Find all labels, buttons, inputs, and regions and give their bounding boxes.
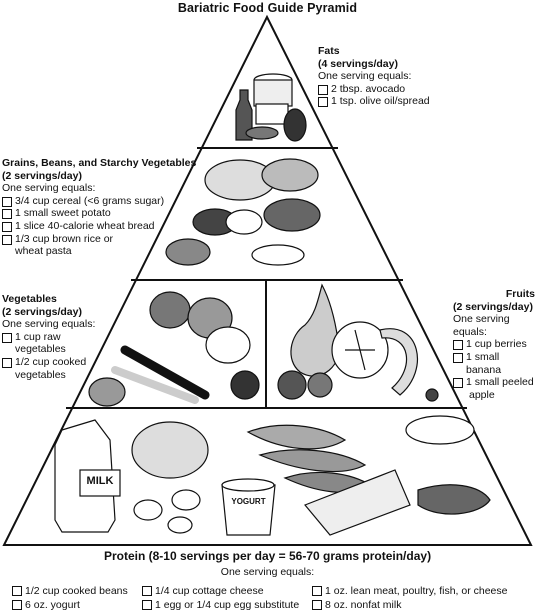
vegetables-illustration bbox=[88, 291, 260, 407]
checkbox[interactable] bbox=[2, 221, 12, 232]
vegetables-equals: One serving equals: bbox=[2, 318, 96, 331]
protein-equals: One serving equals: bbox=[220, 566, 315, 578]
checkbox[interactable] bbox=[2, 209, 12, 220]
vegetables-header: Vegetables bbox=[2, 293, 57, 305]
protein-item[interactable]: 1/2 cup cooked beans bbox=[12, 584, 128, 598]
grains-item[interactable]: 1 small sweet potato bbox=[2, 207, 212, 220]
grains-header: Grains, Beans, and Starchy Vegetables bbox=[2, 157, 197, 169]
checkbox[interactable] bbox=[2, 196, 12, 207]
vegetables-servings: (2 servings/day) bbox=[2, 305, 82, 318]
grains-item-continued: wheat pasta bbox=[15, 245, 72, 258]
grains-item[interactable]: 1 slice 40-calorie wheat bread bbox=[2, 220, 212, 233]
milk-label: MILK bbox=[86, 475, 114, 487]
fruits-item[interactable]: 1 small banana bbox=[453, 351, 535, 376]
checkbox[interactable] bbox=[453, 352, 463, 363]
grains-item[interactable]: 3/4 cup cereal (<6 grams sugar) bbox=[2, 195, 212, 208]
protein-item[interactable]: 6 oz. yogurt bbox=[12, 598, 128, 612]
fruits-item-continued: apple bbox=[469, 388, 495, 401]
fruits-item[interactable]: 1 small peeled bbox=[453, 376, 535, 389]
protein-item[interactable]: 1/4 cup cottage cheese bbox=[142, 584, 299, 598]
vegetables-item-continued: vegetables bbox=[15, 368, 66, 381]
vegetables-item[interactable]: 1 cup raw bbox=[2, 331, 112, 344]
checkbox[interactable] bbox=[453, 378, 463, 389]
fats-item[interactable]: 2 tbsp. avocado bbox=[318, 83, 518, 96]
fruits-servings: (2 servings/day) bbox=[453, 300, 533, 313]
checkbox[interactable] bbox=[453, 340, 463, 351]
yogurt-label: YOGURT bbox=[231, 497, 266, 506]
protein-item[interactable]: 1 egg or 1/4 cup egg substitute bbox=[142, 598, 299, 612]
fats-equals: One serving equals: bbox=[318, 70, 412, 83]
fats-label: Fats (4 servings/day) One serving equals… bbox=[318, 45, 518, 108]
grains-equals: One serving equals: bbox=[2, 182, 96, 195]
fats-item[interactable]: 1 tsp. olive oil/spread bbox=[318, 95, 518, 108]
protein-item[interactable]: 8 oz. nonfat milk bbox=[312, 598, 507, 612]
protein-illustration bbox=[54, 415, 491, 536]
checkbox[interactable] bbox=[142, 586, 152, 596]
vegetables-item[interactable]: 1/2 cup cooked bbox=[2, 356, 112, 369]
checkbox[interactable] bbox=[12, 586, 22, 596]
checkbox[interactable] bbox=[318, 97, 328, 108]
fruits-header: Fruits bbox=[505, 288, 535, 300]
checkbox[interactable] bbox=[318, 84, 328, 95]
grains-item[interactable]: 1/3 cup brown rice or bbox=[2, 233, 212, 246]
checkbox[interactable] bbox=[2, 234, 12, 245]
vegetables-label: Vegetables (2 servings/day) One serving … bbox=[2, 293, 112, 381]
protein-header: Protein (8-10 servings per day = 56-70 g… bbox=[103, 549, 432, 563]
fats-header: Fats bbox=[318, 45, 340, 57]
fruits-label: Fruits (2 servings/day) One serving equa… bbox=[453, 288, 535, 401]
grains-label: Grains, Beans, and Starchy Vegetables (2… bbox=[2, 157, 212, 258]
grains-servings: (2 servings/day) bbox=[2, 169, 82, 182]
fruits-illustration bbox=[277, 283, 439, 402]
checkbox[interactable] bbox=[312, 600, 322, 610]
grains-illustration bbox=[165, 158, 321, 266]
fruits-equals-2: equals: bbox=[453, 325, 487, 338]
fats-illustration bbox=[235, 73, 307, 142]
checkbox[interactable] bbox=[312, 586, 322, 596]
checkbox[interactable] bbox=[142, 600, 152, 610]
vegetables-item-continued: vegetables bbox=[15, 343, 66, 356]
checkbox[interactable] bbox=[2, 357, 12, 368]
checkbox[interactable] bbox=[2, 332, 12, 343]
page-title: Bariatric Food Guide Pyramid bbox=[177, 1, 358, 15]
fruits-equals: One serving bbox=[453, 313, 510, 326]
fruits-item[interactable]: 1 cup berries bbox=[453, 338, 535, 351]
checkbox[interactable] bbox=[12, 600, 22, 610]
fats-servings: (4 servings/day) bbox=[318, 57, 398, 70]
protein-item[interactable]: 1 oz. lean meat, poultry, fish, or chees… bbox=[312, 584, 507, 598]
